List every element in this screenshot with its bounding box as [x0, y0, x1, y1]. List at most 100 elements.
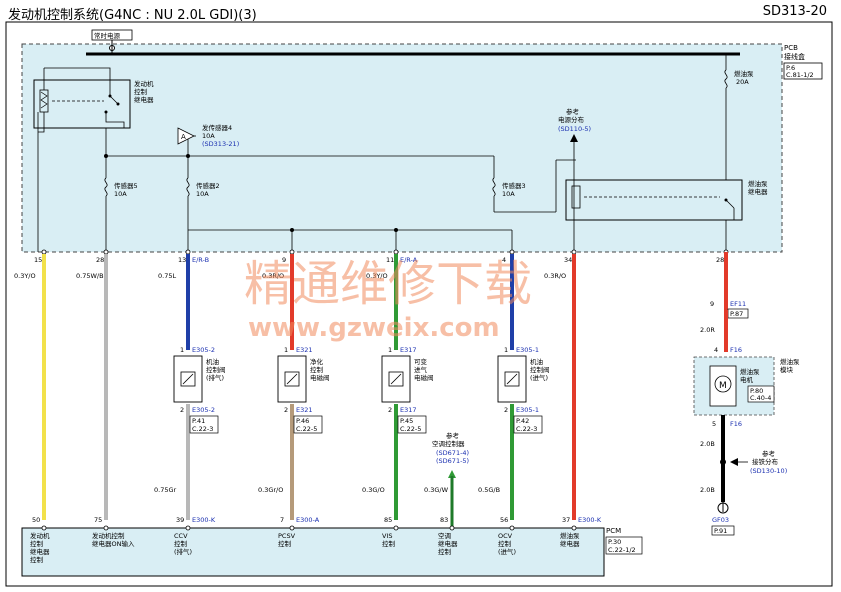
valve-label-1: 净化	[310, 357, 324, 366]
ac-l1: 参考	[446, 431, 460, 440]
valve-label-3: (排气)	[206, 373, 224, 382]
pcm-pin-dot	[449, 525, 455, 531]
fuel-pump-relay-box	[565, 179, 743, 221]
valve-conn-bottom: E305-1	[516, 406, 539, 414]
page-code: SD313-20	[762, 4, 827, 19]
pcm-func-label: 燃油泵	[560, 531, 580, 540]
fuse-fp-l2: 20A	[736, 78, 749, 86]
pcm-ref1: P.30	[608, 538, 621, 546]
valve-ref-2: C.22-3	[516, 425, 537, 433]
pcb-pin-dot	[509, 249, 515, 255]
pcb-pin-label: 13	[178, 256, 186, 264]
valve-pin-bottom: 2	[180, 406, 184, 414]
valve-conn-top: E305-2	[192, 346, 215, 354]
valve-pin-top: 1	[180, 346, 184, 354]
fuse-sensor5	[104, 156, 108, 252]
rc-f16b: F16	[730, 420, 742, 428]
valve-conn-bottom: E317	[400, 406, 417, 414]
pcm-func-label: PCSV	[278, 532, 296, 540]
rc-gf03: GF03	[712, 516, 729, 524]
valve-label-2: 控制阀	[530, 365, 550, 374]
pcm-func-label: CCV	[174, 532, 188, 540]
pcb-pin-label: 34	[564, 256, 572, 264]
rc-pin4: 4	[714, 346, 718, 354]
valve-label-3: 电磁阀	[310, 373, 330, 382]
watermark-line1: 精通维修下载	[244, 256, 532, 312]
pcb-pin-label: 11	[386, 256, 394, 264]
engine-relay-box	[33, 79, 131, 129]
solenoid-slash-icon	[182, 373, 194, 385]
pcm-func-label: 控制	[498, 539, 512, 548]
pcm-func-label: 控制	[174, 539, 188, 548]
ac-l2: 空调控制器	[432, 439, 465, 448]
pcm-pin-label: 85	[384, 516, 392, 524]
gnd-l2: 接铁分布	[752, 457, 779, 466]
sensor4-tri: A	[181, 133, 186, 141]
wire-code-bottom: 0.3Gr/O	[258, 486, 283, 494]
pump-l3: 燃油泵	[740, 367, 760, 376]
wire-code-top: 0.3R/O	[262, 272, 284, 280]
fuse-fuel-pump	[724, 54, 735, 252]
page-title: 发动机控制系统(G4NC : NU 2.0L GDI)(3)	[8, 8, 257, 23]
sensor4-ref: (SD313-21)	[202, 140, 239, 148]
refpwr-l2: 电源分布	[558, 115, 585, 124]
pcb-pin-label: 4	[502, 256, 506, 264]
valve-ref-box	[293, 415, 323, 434]
pcb-pin-label: 28	[96, 256, 104, 264]
valve-conn-top: E321	[296, 346, 313, 354]
pcm-func-label: (排气)	[174, 547, 192, 556]
pcm-func-label: 空调	[438, 531, 451, 540]
valve-ref-box	[397, 415, 427, 434]
pcm-pin-label: 50	[32, 516, 40, 524]
valve-pin-bottom: 2	[284, 406, 288, 414]
pcb-pin-label: 28	[716, 256, 724, 264]
pcb-pin-label: 9	[282, 256, 286, 264]
valve-pin-top: 1	[284, 346, 288, 354]
pcm-func-label: 控制	[30, 555, 44, 564]
valve-ref-1: P.45	[400, 417, 413, 425]
watermark-line2: www.gzweix.com	[248, 313, 500, 343]
fp-relay-coil	[571, 185, 581, 209]
wire-code-top: 0.3Y/O	[14, 272, 36, 280]
fuse5-l2: 10A	[114, 190, 127, 198]
sensor4-l2: 10A	[202, 132, 215, 140]
fuse2-l2: 10A	[196, 190, 209, 198]
wire-conn: E/R-A	[400, 256, 418, 264]
pcb-name: PCB	[784, 44, 798, 52]
fuse-fp-l1: 燃油泵	[734, 69, 754, 78]
pcm-func-label: 发动机控制	[92, 531, 125, 540]
valve-conn-top: E305-1	[516, 346, 539, 354]
rc-pin5: 5	[712, 420, 716, 428]
valve-ref-1: P.42	[516, 417, 529, 425]
rc-w2: 2.0R	[700, 326, 715, 334]
wire-code-top: 0.3Y/O	[366, 272, 388, 280]
pcm-ref-box	[605, 536, 643, 555]
pcm-func-label: VIS	[382, 532, 393, 540]
pcb-pin-label: 15	[34, 256, 42, 264]
valve-pin-top: 1	[388, 346, 392, 354]
wire-code-top: 0.75W/B	[76, 272, 104, 280]
solenoid-valve-box	[497, 355, 527, 403]
pcb-junction-box	[21, 43, 783, 253]
pcm-box	[21, 527, 605, 577]
rc-f16a: F16	[730, 346, 742, 354]
valve-pin-bottom: 2	[504, 406, 508, 414]
valve-label-3: 电磁阀	[414, 373, 434, 382]
pcm-pin-label: 39	[176, 516, 184, 524]
pcm-pin-dot	[571, 525, 577, 531]
page-frame	[5, 21, 833, 587]
relay-l3: 继电器	[134, 95, 154, 104]
pcb-pin-dot	[185, 249, 191, 255]
valve-ref-2: C.22-5	[400, 425, 421, 433]
fuse3-l2: 10A	[502, 190, 515, 198]
fuse2-l1: 传感器2	[196, 181, 220, 190]
pcm-pin-label: 37	[562, 516, 570, 524]
rc-pin9: 9	[710, 300, 714, 308]
pcm-pin-dot	[509, 525, 515, 531]
pcm-func-label: 继电器	[438, 539, 458, 548]
motor-m: M	[719, 381, 727, 391]
